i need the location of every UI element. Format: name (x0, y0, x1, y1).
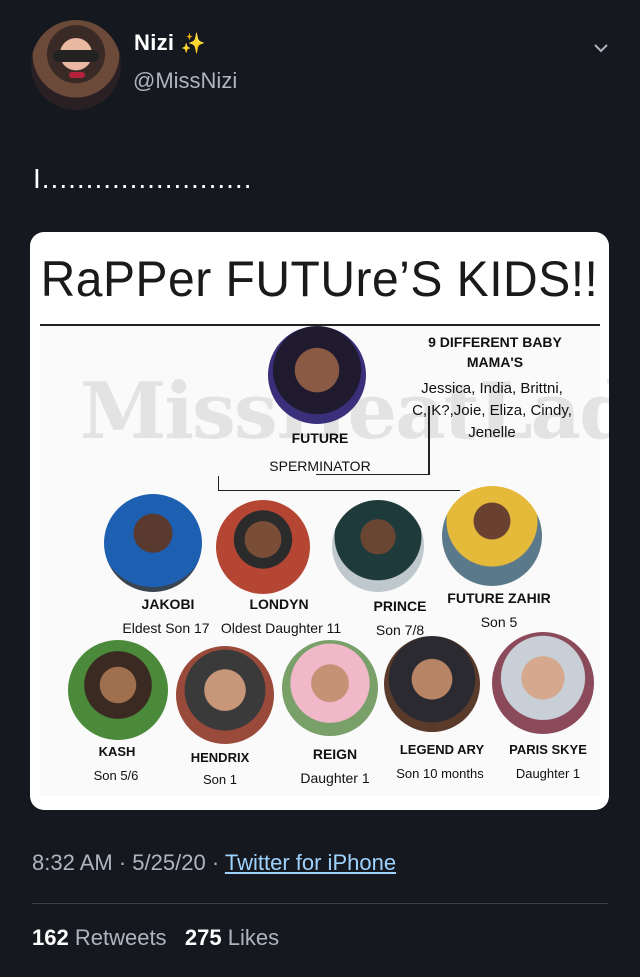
connector-line (218, 476, 219, 490)
user-handle[interactable]: @MissNizi (133, 68, 238, 93)
kid-desc: Eldest Son 17 (122, 620, 210, 636)
chevron-down-icon[interactable] (592, 39, 610, 57)
display-name-text: Nizi (134, 30, 175, 55)
kid-name: LONDYN (249, 596, 309, 612)
kid-name: KASH (98, 744, 136, 759)
card-title: RaPPer FUTUre’S KIDS!! (40, 251, 599, 308)
father-name: FUTURE (291, 430, 349, 446)
retweets-label: Retweets (74, 925, 167, 950)
kid-name: PRINCE (373, 598, 427, 614)
future-photo (268, 326, 366, 424)
mamas-names: Jessica, India, Brittni, C, K?,Joie, Eli… (412, 380, 572, 441)
kid-desc: Son 5/6 (93, 768, 139, 783)
sparkles-icon: ✨ (180, 33, 206, 55)
like-count: 275 (184, 925, 222, 950)
connector-line (316, 474, 430, 475)
separator-dot: · (118, 850, 133, 875)
tweet-text: I........................ (33, 163, 253, 194)
kid-photo-hendrix (176, 646, 274, 744)
kid-photo-kash (68, 640, 168, 740)
source-link[interactable]: Twitter for iPhone (224, 850, 397, 875)
kid-name: HENDRIX (190, 750, 250, 765)
kid-photo-legendary (384, 636, 480, 732)
kid-photo-future-zahir (442, 486, 542, 586)
kid-desc: Son 5 (480, 614, 518, 630)
tweet-time: 8:32 AM (32, 850, 113, 875)
separator-dot: · (211, 850, 225, 875)
lips-graphic (69, 72, 85, 78)
kid-name: REIGN (312, 746, 358, 762)
likes-label: Likes (227, 925, 280, 950)
engagement-stats: 162 Retweets 275 Likes (32, 925, 279, 951)
connector-line (218, 490, 460, 491)
father-label: SPERMINATOR (269, 458, 371, 474)
display-name[interactable]: Nizi ✨ (134, 30, 206, 56)
kid-desc: Son 10 months (396, 766, 484, 781)
kid-photo-paris-skye (492, 632, 594, 734)
mamas-heading: 9 DIFFERENT BABY MAMA'S (428, 334, 562, 370)
tweet-timestamp: 8:32 AM · 5/25/20 · Twitter for iPhone (32, 850, 396, 876)
kid-photo-jakobi (104, 494, 202, 592)
kid-name: FUTURE ZAHIR (447, 590, 551, 606)
avatar[interactable] (31, 20, 121, 110)
kid-name: LEGEND ARY (399, 742, 485, 757)
kid-name: JAKOBI (141, 596, 195, 612)
divider (32, 903, 608, 904)
sunglasses-graphic (53, 50, 99, 62)
kid-desc: Daughter 1 (300, 770, 370, 786)
likes-link[interactable]: 275 Likes (185, 925, 279, 950)
kid-photo-prince (332, 500, 424, 592)
kid-desc: Son 1 (203, 772, 237, 787)
kid-name: PARIS SKYE (509, 742, 587, 757)
kid-desc: Oldest Daughter 11 (220, 620, 342, 636)
tweet-date: 5/25/20 (132, 850, 206, 875)
retweet-count: 162 (32, 925, 69, 950)
title-divider (40, 324, 600, 326)
kid-desc: Son 7/8 (375, 622, 425, 638)
tweet-image[interactable]: RaPPer FUTUre’S KIDS!! MissHeatLady FUTU… (30, 232, 609, 810)
connector-line (428, 406, 430, 474)
retweets-link[interactable]: 162 Retweets (32, 925, 167, 950)
kid-photo-londyn (216, 500, 310, 594)
kid-photo-reign (282, 640, 378, 736)
kid-desc: Daughter 1 (515, 766, 581, 781)
family-chart: MissHeatLady FUTURE SPERMINATOR 9 DIFFER… (40, 326, 609, 796)
